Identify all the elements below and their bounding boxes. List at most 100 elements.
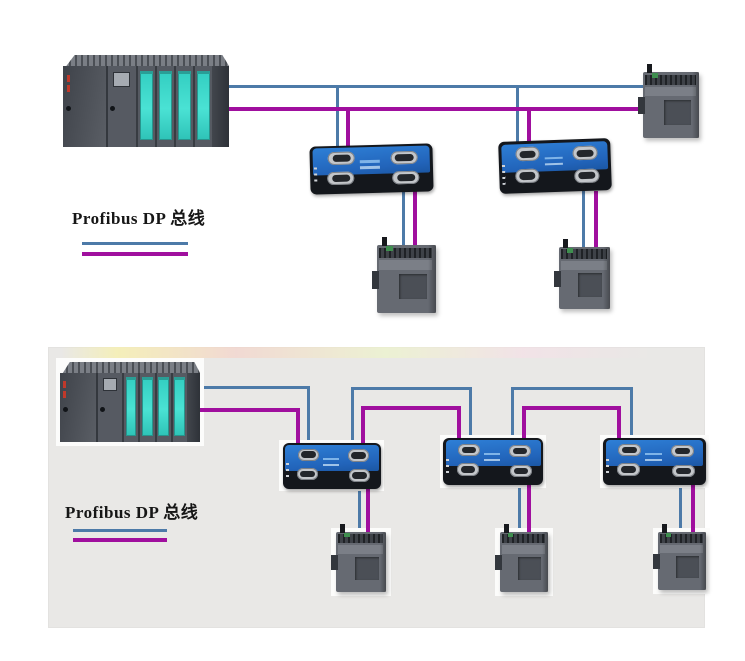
top-drop2-blue xyxy=(582,191,585,248)
top-tap2-purple xyxy=(527,107,531,142)
plc-master-rack-bottom xyxy=(60,362,200,442)
bot-seg1-blue-v xyxy=(307,386,310,444)
module-mid-band xyxy=(501,545,546,555)
module-mid-band xyxy=(645,86,696,97)
terminal-strip xyxy=(501,534,546,544)
status-led-column xyxy=(313,167,318,186)
bot-seg3-blue-h xyxy=(511,387,633,390)
legend-title-top: Profibus DP 总线 xyxy=(72,209,206,228)
bot-drop2-purple xyxy=(527,484,531,534)
power-supply-module xyxy=(60,373,97,442)
io-module xyxy=(193,66,213,147)
db9-port-icon xyxy=(572,145,598,161)
module-door xyxy=(676,556,699,579)
db9-port-icon xyxy=(672,464,695,478)
module-antenna-stub xyxy=(340,524,345,533)
top-bus-purple-horizontal xyxy=(228,107,649,111)
slave-module-3-bottom xyxy=(653,524,706,590)
dp-repeater-2-bottom xyxy=(443,438,543,485)
top-bus-blue-horizontal xyxy=(228,85,646,88)
db9-port-icon xyxy=(509,444,531,458)
db9-port-icon xyxy=(348,469,371,482)
module-door xyxy=(355,557,379,580)
green-terminal xyxy=(507,532,513,538)
db9-port-icon xyxy=(296,467,319,481)
db9-port-icon xyxy=(458,443,480,457)
module-antenna-stub xyxy=(563,239,569,248)
rack-end-cap xyxy=(212,66,229,147)
legend-top-purple-line xyxy=(82,252,188,256)
side-connector xyxy=(638,97,645,115)
legend-top-blue-line xyxy=(82,242,188,245)
dp-repeater-1-top xyxy=(309,143,434,195)
bot-seg2-blue-up xyxy=(351,387,354,443)
db9-port-icon xyxy=(347,449,370,462)
dp-repeater-2-top xyxy=(498,138,612,194)
bot-drop1-purple xyxy=(366,487,370,534)
io-module xyxy=(154,373,171,442)
bot-seg3-purple-up xyxy=(522,406,526,438)
repeater-label-area xyxy=(360,160,380,164)
db9-port-icon xyxy=(618,443,642,457)
slave-module-end-top xyxy=(638,64,700,138)
module-antenna-stub xyxy=(661,524,667,533)
side-connector xyxy=(331,554,338,571)
bot-drop3-blue xyxy=(679,483,682,534)
db9-port-icon xyxy=(574,168,600,183)
power-supply-module xyxy=(63,66,107,147)
cpu-module xyxy=(106,66,137,147)
terminal-strip xyxy=(659,534,704,543)
module-antenna-stub xyxy=(503,524,509,533)
db9-port-icon xyxy=(457,463,479,477)
cpu-module xyxy=(96,373,123,442)
top-drop2-purple xyxy=(594,191,598,248)
io-module xyxy=(122,373,139,442)
terminal-strip xyxy=(645,74,696,85)
plc-master-rack-top xyxy=(63,55,229,147)
bot-seg3-blue-up xyxy=(511,387,514,438)
top-tap1-blue xyxy=(336,85,339,147)
green-terminal xyxy=(567,247,573,253)
db9-port-icon xyxy=(297,448,320,461)
io-module xyxy=(155,66,175,147)
top-tap1-purple xyxy=(346,107,350,147)
green-terminal xyxy=(665,532,671,538)
slave-module-1-bottom xyxy=(331,524,386,592)
bot-drop2-blue xyxy=(518,484,521,534)
legend-bottom-purple-line xyxy=(73,538,167,542)
bot-seg3-blue-down xyxy=(630,387,633,438)
db9-port-icon xyxy=(390,150,419,165)
module-mid-band xyxy=(338,545,383,555)
module-door xyxy=(518,557,541,580)
side-connector xyxy=(495,554,502,571)
legend-title-bottom: Profibus DP 总线 xyxy=(65,503,199,522)
db9-port-icon xyxy=(617,463,641,477)
module-antenna-stub xyxy=(381,237,387,246)
terminal-strip xyxy=(561,249,607,259)
db9-port-icon xyxy=(327,151,356,165)
module-mid-band xyxy=(659,544,704,554)
terminal-strip xyxy=(338,534,383,544)
db9-port-icon xyxy=(515,146,541,162)
module-mid-band xyxy=(561,260,607,270)
side-connector xyxy=(554,270,561,287)
bot-seg3-purple-h xyxy=(522,406,621,410)
green-terminal xyxy=(386,245,393,252)
db9-port-icon xyxy=(510,464,532,478)
bot-seg1-purple-h xyxy=(200,408,300,412)
bot-drop3-purple xyxy=(691,483,695,534)
dp-repeater-1-bottom xyxy=(283,443,381,489)
side-connector xyxy=(653,554,660,570)
terminal-strip xyxy=(379,247,433,258)
bot-seg2-purple-h xyxy=(361,406,461,410)
slave-module-2-bottom xyxy=(495,524,548,592)
side-connector xyxy=(372,270,379,289)
bot-seg2-blue-h xyxy=(351,387,472,390)
legend-bottom-blue-line xyxy=(73,529,167,532)
rack-top-face xyxy=(62,362,200,373)
module-door xyxy=(664,99,691,125)
module-mid-band xyxy=(379,259,433,271)
io-module xyxy=(174,66,194,147)
repeater-label-area xyxy=(484,453,500,456)
